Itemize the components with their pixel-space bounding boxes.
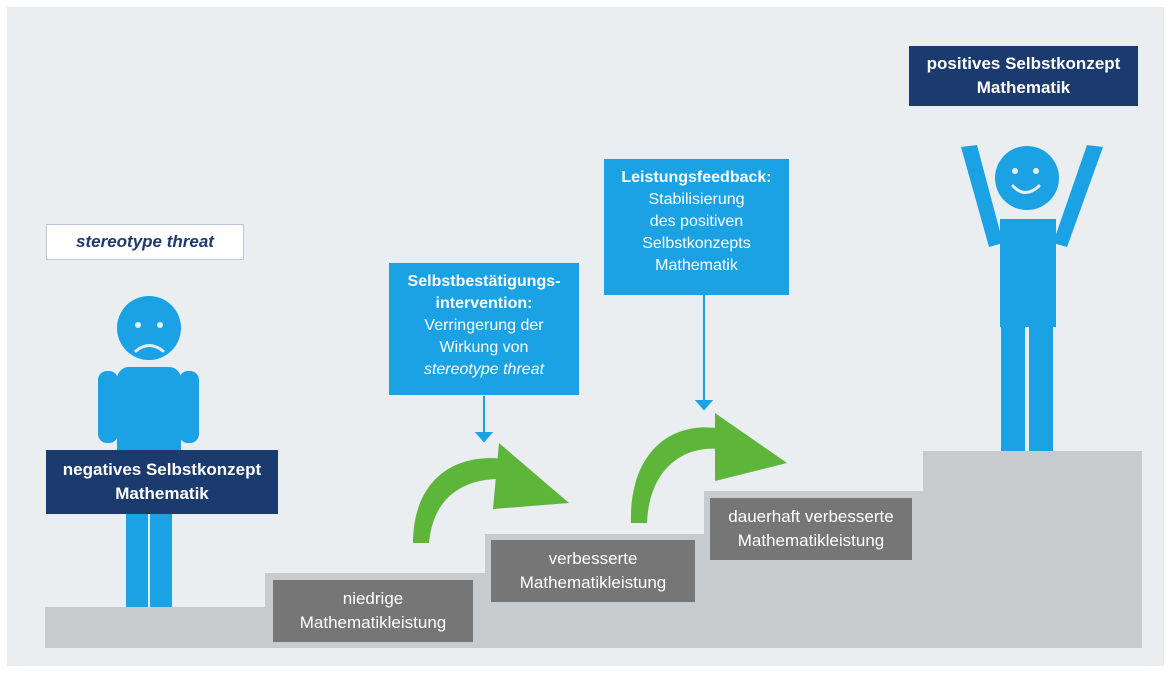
stereotype-threat-label: stereotype threat <box>46 224 244 260</box>
positive-self-concept-label: positives Selbstkonzept Mathematik <box>909 46 1138 106</box>
intervention-text: Mathematik <box>655 257 738 274</box>
arrow-down-icon <box>474 396 494 443</box>
label-line: verbesserte <box>548 549 638 568</box>
label-line: Mathematikleistung <box>737 531 885 550</box>
arrow-down-icon <box>694 295 714 411</box>
label-line: Mathematikleistung <box>299 613 447 632</box>
label-line: Mathematik <box>115 484 209 503</box>
intervention-box-performance-feedback: Leistungsfeedback: Stabilisierung des po… <box>604 159 789 295</box>
intervention-title: Leistungsfeedback: <box>621 169 772 186</box>
sad-face-icon <box>134 322 165 353</box>
label-line: Mathematikleistung <box>519 573 667 592</box>
intervention-text: stereotype threat <box>423 361 545 378</box>
intervention-title: Selbstbestätigungs- <box>407 273 561 290</box>
happy-face-icon <box>1011 168 1041 194</box>
happy-person-cheering-icon <box>961 145 1103 451</box>
label-line: niedrige <box>342 589 404 608</box>
label-line: dauerhaft verbesserte <box>728 507 894 526</box>
step-label-lasting-improvement: dauerhaft verbesserte Mathematikleistung <box>710 498 912 560</box>
label-line: Mathematik <box>976 78 1071 97</box>
intervention-text: Verringerung der <box>424 317 544 334</box>
intervention-text: des positiven <box>649 213 744 230</box>
curved-arrow-icon <box>413 443 569 543</box>
step-label-low-performance: niedrige Mathematikleistung <box>273 580 473 642</box>
label-line: positives Selbstkonzept <box>926 54 1121 73</box>
intervention-box-self-affirmation: Selbstbestätigungs- intervention: Verrin… <box>389 263 579 395</box>
negative-self-concept-label: negatives Selbstkonzept Mathematik <box>46 450 278 514</box>
label-line: negatives Selbstkonzept <box>62 460 262 479</box>
diagram-canvas: stereotype threat negatives Selbstkonzep… <box>7 7 1164 666</box>
intervention-title: intervention: <box>435 295 533 312</box>
curved-arrow-icon <box>630 413 787 523</box>
step-label-improved-performance: verbesserte Mathematikleistung <box>491 540 695 602</box>
intervention-text: Wirkung von <box>439 339 529 356</box>
sad-person-icon <box>98 296 199 607</box>
intervention-text: Stabilisierung <box>648 191 745 208</box>
intervention-text: Selbstkonzepts <box>642 235 751 252</box>
stereotype-threat-text: stereotype threat <box>76 232 214 251</box>
